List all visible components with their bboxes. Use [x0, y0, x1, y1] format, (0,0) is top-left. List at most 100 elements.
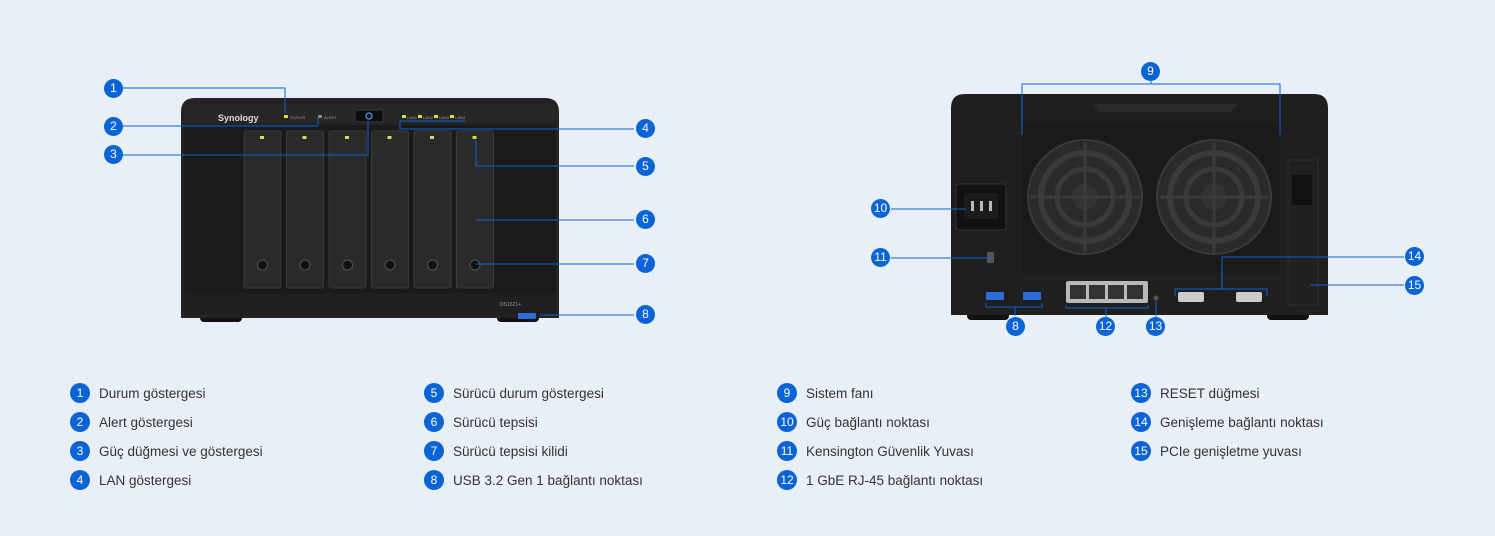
legend-item-14: 14 Genişleme bağlantı noktası: [1131, 412, 1324, 432]
front-usb-port: [518, 313, 536, 319]
expansion-port-1: [1178, 292, 1204, 302]
drive-tray-lock: [427, 259, 438, 271]
legend-item-3: 3 Güç düğmesi ve göstergesi: [70, 441, 263, 461]
legend-badge: 14: [1131, 412, 1151, 432]
lan3-led: [434, 115, 438, 118]
callout-badge-8-rear: 8: [1006, 317, 1025, 336]
front-bottom-strip: [184, 293, 556, 315]
rear-top-recess: [1093, 104, 1238, 112]
callout-badge-13: 13: [1146, 317, 1165, 336]
callout-badge-1: 1: [104, 79, 123, 98]
kensington-slot: [987, 252, 994, 263]
fan-right: [1156, 139, 1272, 255]
drive-tray: [243, 130, 282, 289]
drive-status-led: [430, 136, 434, 139]
drive-status-led: [472, 136, 477, 139]
drive-status-led: [345, 136, 349, 139]
legend-badge: 11: [777, 441, 797, 461]
alert-led-label: ALERT: [324, 115, 337, 120]
legend-badge: 13: [1131, 383, 1151, 403]
legend-item-1: 1 Durum göstergesi: [70, 383, 206, 403]
lan1-led-label: LAN1: [407, 115, 418, 120]
legend-text: Genişleme bağlantı noktası: [1160, 414, 1324, 430]
expansion-port-2: [1236, 292, 1262, 302]
callout-badge-14: 14: [1405, 247, 1424, 266]
drive-tray-lock: [257, 259, 268, 271]
legend-badge: 6: [424, 412, 444, 432]
callout-badge-9: 9: [1141, 62, 1160, 81]
legend-text: USB 3.2 Gen 1 bağlantı noktası: [453, 472, 643, 488]
rear-view-illustration: [951, 94, 1328, 320]
legend-text: Güç bağlantı noktası: [806, 414, 930, 430]
legend-item-10: 10 Güç bağlantı noktası: [777, 412, 930, 432]
front-view-illustration: Synology STATUS ALERT LAN1 LAN2 LAN3 LAN…: [181, 98, 559, 322]
legend-text: PCIe genişletme yuvası: [1160, 443, 1302, 459]
legend-text: Durum göstergesi: [99, 385, 206, 401]
drive-status-led: [260, 136, 264, 139]
legend-badge: 3: [70, 441, 90, 461]
callout-badge-2: 2: [104, 117, 123, 136]
alert-led: [318, 115, 322, 118]
drive-status-led: [302, 136, 307, 139]
legend-text: Sürücü tepsisi kilidi: [453, 443, 568, 459]
legend-badge: 8: [424, 470, 444, 490]
callout-badge-15: 15: [1405, 276, 1424, 295]
legend-text: RESET düğmesi: [1160, 385, 1260, 401]
legend-item-4: 4 LAN göstergesi: [70, 470, 191, 490]
legend-text: Sürücü durum göstergesi: [453, 385, 604, 401]
drive-tray-lock: [299, 259, 311, 271]
drive-tray: [371, 130, 409, 289]
legend-text: Sürücü tepsisi: [453, 414, 538, 430]
status-led: [284, 115, 288, 118]
rear-usb-port-1: [986, 292, 1004, 300]
legend-item-13: 13 RESET düğmesi: [1131, 383, 1260, 403]
legend-badge: 7: [424, 441, 444, 461]
model-label: DS1621+: [500, 302, 521, 308]
legend-badge: 15: [1131, 441, 1151, 461]
lan2-led-label: LAN2: [423, 115, 434, 120]
drive-trays: [243, 130, 494, 289]
drive-tray-lock: [384, 259, 396, 271]
legend-badge: 12: [777, 470, 797, 490]
power-led: [365, 112, 373, 120]
legend-text: Sistem fanı: [806, 385, 874, 401]
lan4-led: [450, 115, 454, 118]
legend-item-15: 15 PCIe genişletme yuvası: [1131, 441, 1302, 461]
callout-badge-8: 8: [636, 305, 655, 324]
callout-badge-10: 10: [871, 199, 890, 218]
reset-button: [1153, 295, 1159, 301]
legend-item-2: 2 Alert göstergesi: [70, 412, 193, 432]
power-button: [354, 109, 384, 123]
brand-logo: Synology: [218, 113, 259, 123]
callout-badge-7: 7: [636, 254, 655, 273]
legend-item-7: 7 Sürücü tepsisi kilidi: [424, 441, 568, 461]
legend-text: 1 GbE RJ-45 bağlantı noktası: [806, 472, 984, 488]
lan4-led-label: LAN4: [455, 115, 466, 120]
drive-tray: [328, 130, 367, 289]
drive-tray: [286, 130, 324, 289]
legend-badge: 9: [777, 383, 797, 403]
callout-badge-5: 5: [636, 157, 655, 176]
drive-tray-lock: [469, 259, 481, 271]
lan1-led: [402, 115, 406, 118]
callout-badge-4: 4: [636, 119, 655, 138]
legend-badge: 1: [70, 383, 90, 403]
legend-text: LAN göstergesi: [99, 472, 192, 488]
status-led-label: STATUS: [290, 115, 306, 120]
fan-left: [1027, 139, 1143, 255]
lan3-led-label: LAN3: [439, 115, 450, 120]
legend-item-8: 8 USB 3.2 Gen 1 bağlantı noktası: [424, 470, 643, 490]
legend-item-9: 9 Sistem fanı: [777, 383, 874, 403]
legend-item-12: 12 1 GbE RJ-45 bağlantı noktası: [777, 470, 983, 490]
legend-text: Alert göstergesi: [99, 414, 193, 430]
legend-badge: 5: [424, 383, 444, 403]
drive-status-led: [387, 136, 392, 139]
legend-badge: 4: [70, 470, 90, 490]
legend-badge: 10: [777, 412, 797, 432]
callout-badge-12: 12: [1096, 317, 1115, 336]
legend-badge: 2: [70, 412, 90, 432]
legend-item-5: 5 Sürücü durum göstergesi: [424, 383, 604, 403]
drive-tray: [456, 130, 494, 289]
drive-tray: [413, 130, 452, 289]
lan2-led: [418, 115, 422, 118]
